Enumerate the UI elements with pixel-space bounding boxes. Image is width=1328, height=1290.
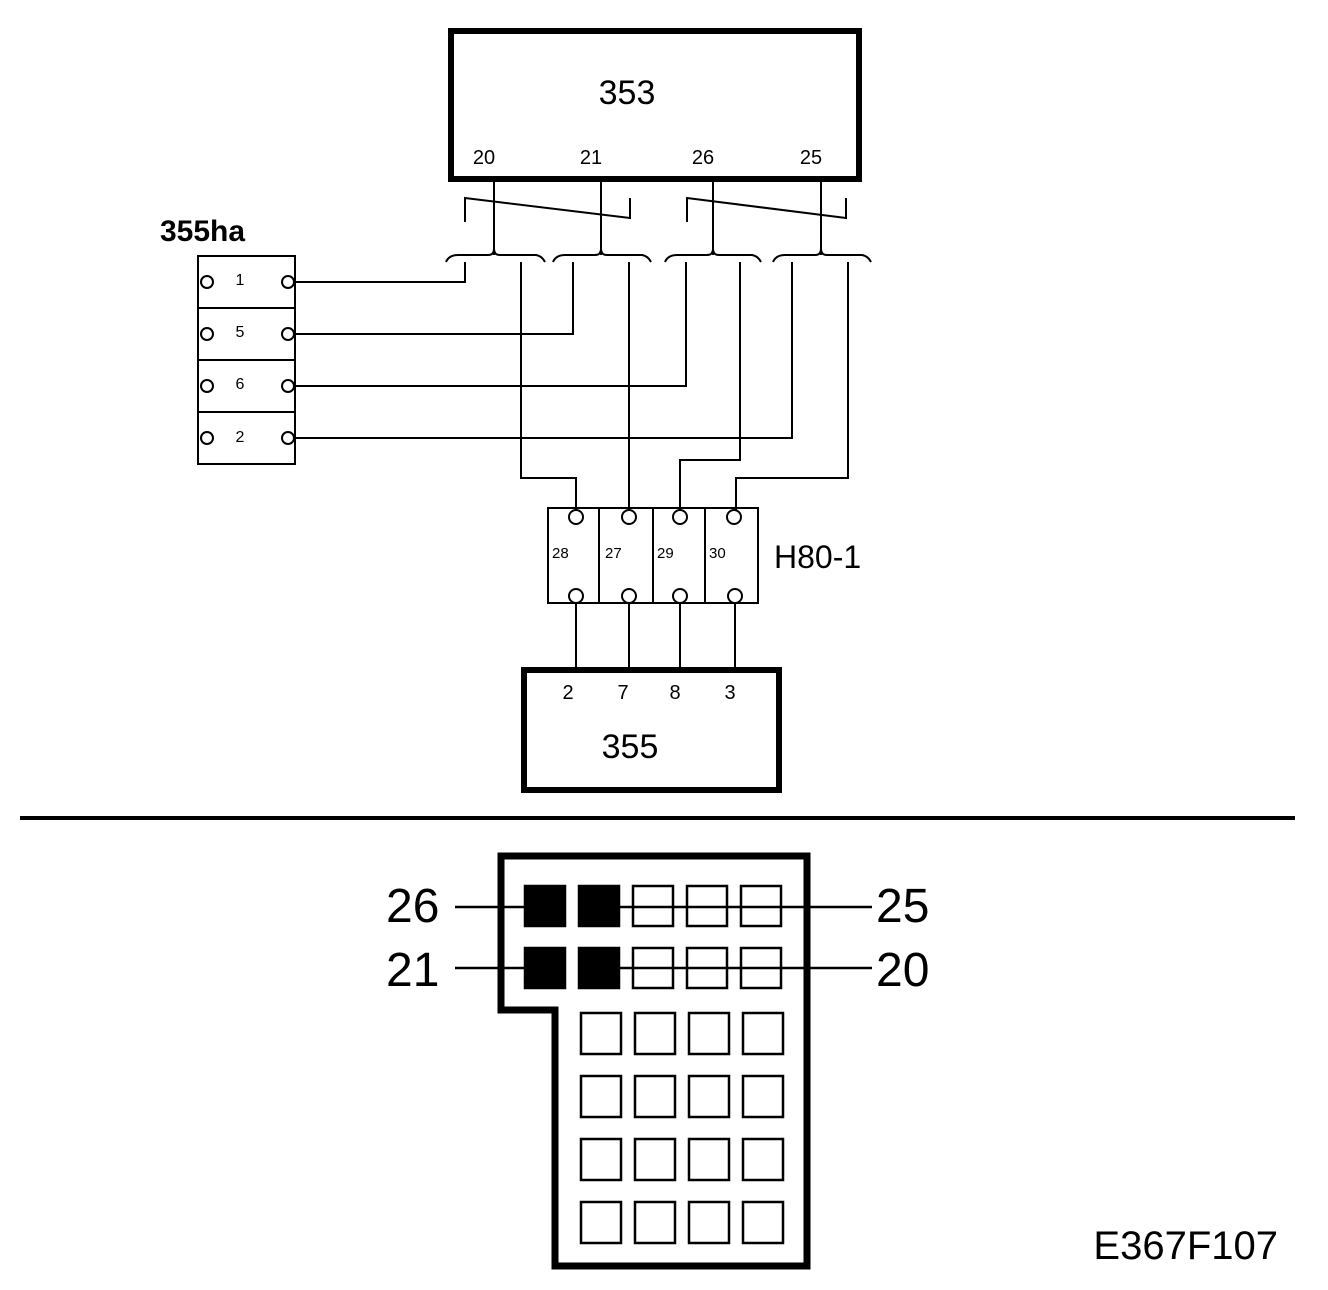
connector-h80-pin-label: 28 [552, 545, 569, 562]
module-355-pin-label: 2 [562, 682, 573, 704]
module-353-label: 353 [599, 74, 656, 112]
pin-cell [687, 1200, 731, 1245]
pin-cell [633, 1074, 677, 1119]
connector-355ha-pin-label: 6 [236, 376, 245, 393]
module-355: 2 7 8 3 355 [521, 667, 782, 793]
connector-355ha-pin-label: 2 [236, 429, 245, 446]
pin-cell [579, 1137, 623, 1182]
wires [294, 262, 849, 668]
module-355-pin-label: 7 [617, 682, 628, 704]
module-353-pin-label: 26 [692, 147, 714, 169]
module-355-pin-label: 8 [669, 682, 680, 704]
module-355-label: 355 [602, 728, 659, 766]
pin-cell [741, 1011, 785, 1056]
pinout-label-20: 20 [876, 944, 929, 997]
pin-cell [741, 1074, 785, 1119]
connector-355ha: 355ha 1 5 6 2 [160, 215, 296, 465]
connector-h80-pin-label: 30 [709, 545, 726, 562]
module-355-pin-label: 3 [724, 682, 735, 704]
connector-pinout-view: 26 21 25 20 [386, 852, 929, 1270]
pinout-label-25: 25 [876, 880, 929, 933]
pin-cell [687, 1011, 731, 1056]
module-353-pin-label: 25 [800, 147, 822, 169]
connector-355ha-pin-label: 1 [236, 272, 245, 289]
twisted-pair-wires [445, 179, 872, 263]
pinout-label-26: 26 [386, 880, 439, 933]
pin-cell [579, 1200, 623, 1245]
figure-code: E367F107 [1093, 1224, 1278, 1268]
pin-cell [741, 1137, 785, 1182]
module-353-pin-label: 21 [580, 147, 602, 169]
connector-h80-pin-label: 29 [657, 545, 674, 562]
pin-cell [741, 1200, 785, 1245]
pin-cell [687, 1137, 731, 1182]
pin-cell [633, 1011, 677, 1056]
pin-cell [687, 1074, 731, 1119]
pin-cell [633, 1200, 677, 1245]
pin-cell-grid [523, 884, 785, 1245]
connector-h80-label: H80-1 [774, 539, 861, 575]
pinout-label-21: 21 [386, 944, 439, 997]
connector-h80-1: 28 27 29 30 H80-1 [547, 507, 861, 604]
pin-cell [633, 1137, 677, 1182]
connector-h80-pin-label: 27 [605, 545, 622, 562]
module-353: 353 20 21 26 25 [448, 28, 862, 182]
connector-355ha-pin-label: 5 [236, 324, 245, 341]
pin-cell [579, 1011, 623, 1056]
pin-cell [579, 1074, 623, 1119]
connector-355ha-label: 355ha [160, 215, 245, 248]
module-353-pin-label: 20 [473, 147, 495, 169]
